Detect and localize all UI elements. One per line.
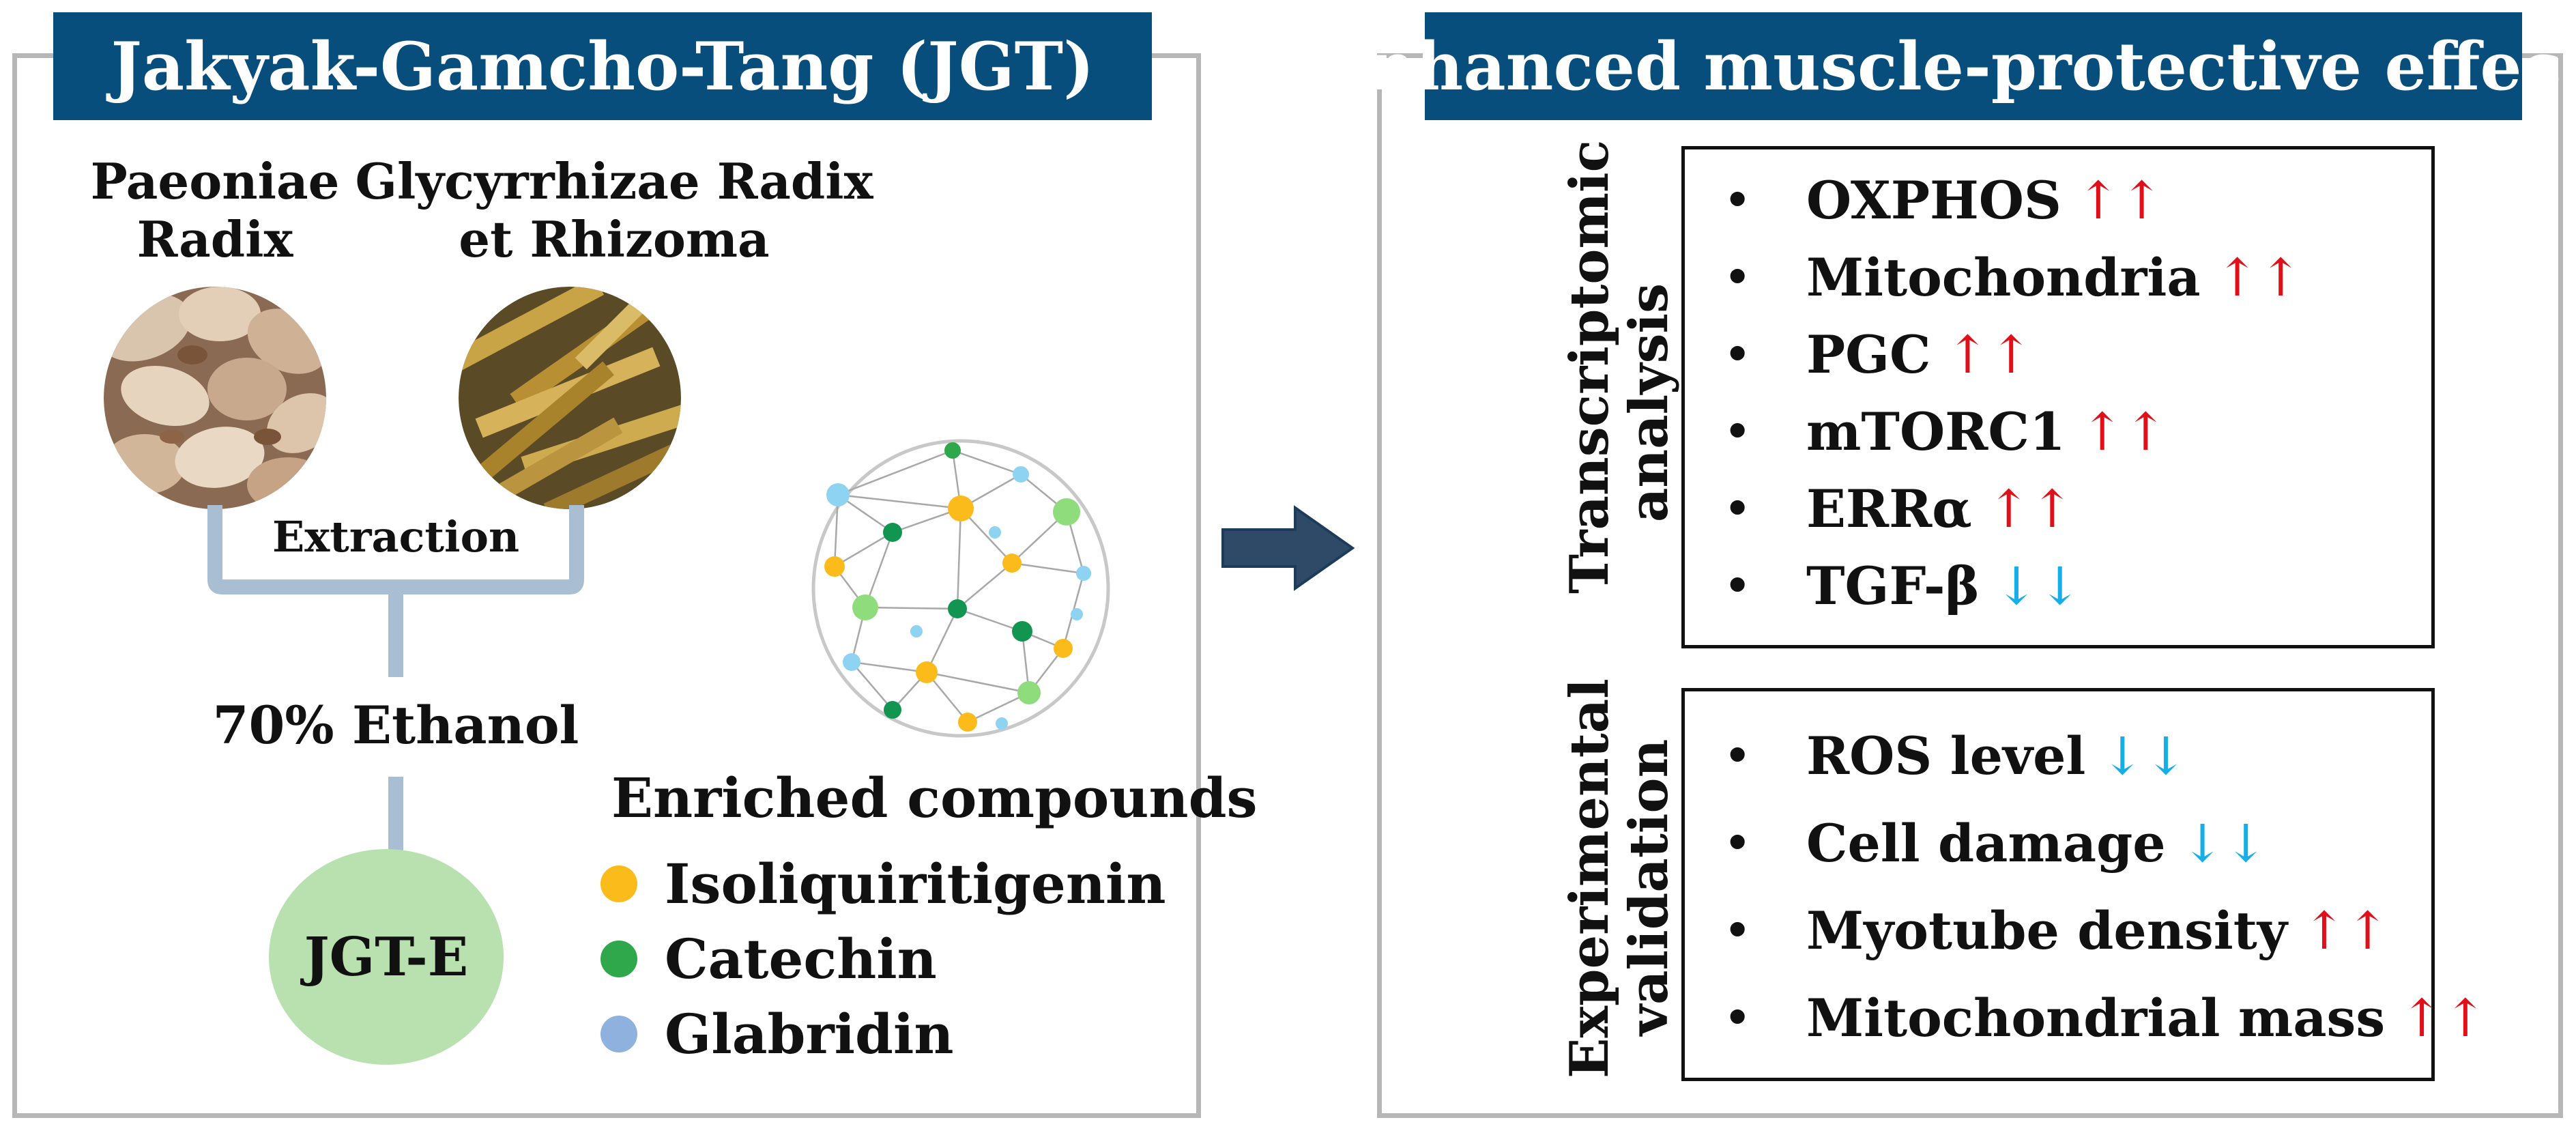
result-text: PGC [1806, 324, 1931, 385]
result-text: Cell damage [1806, 813, 2166, 874]
bullet-icon: • [1724, 485, 1751, 533]
result-text: Mitochondria [1806, 247, 2201, 308]
bullet-icon: • [1724, 407, 1751, 456]
transcriptomic-results-box: •OXPHOS↑↑•Mitochondria↑↑•PGC↑↑•mTORC1↑↑•… [1681, 146, 2435, 648]
bullet-icon: • [1724, 562, 1751, 610]
arrow-up-icon: ↑↑ [2215, 247, 2302, 308]
arrow-down-icon: ↓↓ [2100, 726, 2188, 786]
result-item: • TGF-β↓↓ [1724, 556, 2081, 616]
bullet-icon: • [1724, 253, 1751, 302]
arrow-up-icon: ↑↑ [2302, 900, 2390, 961]
result-item: • PGC↑↑ [1724, 324, 2033, 385]
herb2-label: Glycyrrhizae Radix et Rhizoma [355, 152, 873, 269]
result-text: ROS level [1806, 726, 2086, 786]
solvent-label: 70% Ethanol [212, 695, 579, 756]
result-text: ERRα [1806, 478, 1972, 539]
result-text: TGF-β [1806, 556, 1980, 616]
legend-label: Catechin [665, 927, 937, 991]
result-item: • Cell damage↓↓ [1724, 813, 2268, 874]
legend-item-isoliquiritigenin: Isoliquiritigenin [600, 852, 1166, 916]
transcriptomic-analysis-label: Transcriptomic analysis [1559, 139, 1683, 594]
legend-label: Glabridin [665, 1002, 954, 1066]
arrow-down-icon: ↓↓ [1995, 556, 2082, 616]
arrow-up-icon: ↑↑ [1945, 324, 2033, 385]
experimental-validation-label: Experimental validation [1559, 678, 1683, 1078]
legend-label: Isoliquiritigenin [665, 852, 1166, 916]
transcriptomic-label-line1: Transcriptomic [1559, 139, 1621, 594]
flow-arrow-icon [1221, 505, 1355, 591]
arrow-up-icon: ↑↑ [2400, 988, 2487, 1048]
right-panel-title: Enhanced muscle-protective effects [1318, 12, 2576, 120]
paeoniae-radix-image [104, 287, 326, 509]
legend-item-glabridin: Glabridin [600, 1002, 954, 1066]
transcriptomic-results-list: •OXPHOS↑↑•Mitochondria↑↑•PGC↑↑•mTORC1↑↑•… [1685, 149, 2431, 645]
herb1-label: Paeoniae Radix [75, 152, 355, 269]
bullet-icon: • [1724, 176, 1751, 225]
arrow-down-icon: ↓↓ [2180, 813, 2268, 874]
herb2-label-line1: Glycyrrhizae Radix [355, 152, 873, 210]
legend-item-catechin: Catechin [600, 927, 937, 991]
experimental-label-line2: validation [1618, 738, 1681, 1036]
arrow-up-icon: ↑↑ [2076, 170, 2164, 231]
transcriptomic-label-line2: analysis [1618, 283, 1681, 523]
result-text: mTORC1 [1806, 401, 2066, 462]
result-text: Mitochondrial mass [1806, 988, 2386, 1048]
herb1-label-line2: Radix [136, 210, 293, 268]
jgt-e-circle: JGT-E [269, 849, 504, 1065]
bullet-icon: • [1724, 906, 1751, 955]
arrow-up-icon: ↑↑ [2080, 401, 2168, 462]
result-item: • Mitochondria↑↑ [1724, 247, 2302, 308]
bullet-icon: • [1724, 819, 1751, 867]
experimental-results-list: •ROS level↓↓•Cell damage↓↓•Myotube densi… [1685, 691, 2487, 1078]
arrow-up-icon: ↑↑ [1986, 478, 2074, 539]
bullet-icon: • [1724, 732, 1751, 780]
experimental-results-box: •ROS level↓↓•Cell damage↓↓•Myotube densi… [1681, 688, 2487, 1081]
legend-dot-icon [600, 865, 637, 902]
jgt-e-label: JGT-E [304, 926, 469, 988]
left-panel-title: Jakyak-Gamcho-Tang (JGT) [53, 12, 1152, 120]
extraction-connector [207, 505, 584, 860]
result-text: Myotube density [1806, 900, 2287, 961]
compound-network-icon [811, 439, 1110, 738]
legend-dot-icon [600, 941, 637, 977]
result-item: • mTORC1↑↑ [1724, 401, 2167, 462]
experimental-label-line1: Experimental [1559, 678, 1621, 1078]
result-item: • Mitochondrial mass↑↑ [1724, 988, 2487, 1048]
result-item: • Myotube density↑↑ [1724, 900, 2389, 961]
bullet-icon: • [1724, 330, 1751, 379]
extraction-label: Extraction [272, 512, 520, 562]
result-item: • ROS level↓↓ [1724, 726, 2188, 786]
herb1-label-line1: Paeoniae [90, 152, 340, 210]
herb2-label-line2: et Rhizoma [459, 210, 770, 268]
result-item: • ERRα↑↑ [1724, 478, 2074, 539]
glycyrrhizae-radix-image [459, 287, 681, 509]
bullet-icon: • [1724, 994, 1751, 1042]
legend-dot-icon [600, 1016, 637, 1052]
result-text: OXPHOS [1806, 170, 2061, 231]
result-item: • OXPHOS↑↑ [1724, 170, 2163, 231]
compounds-title: Enriched compounds [611, 766, 1258, 830]
